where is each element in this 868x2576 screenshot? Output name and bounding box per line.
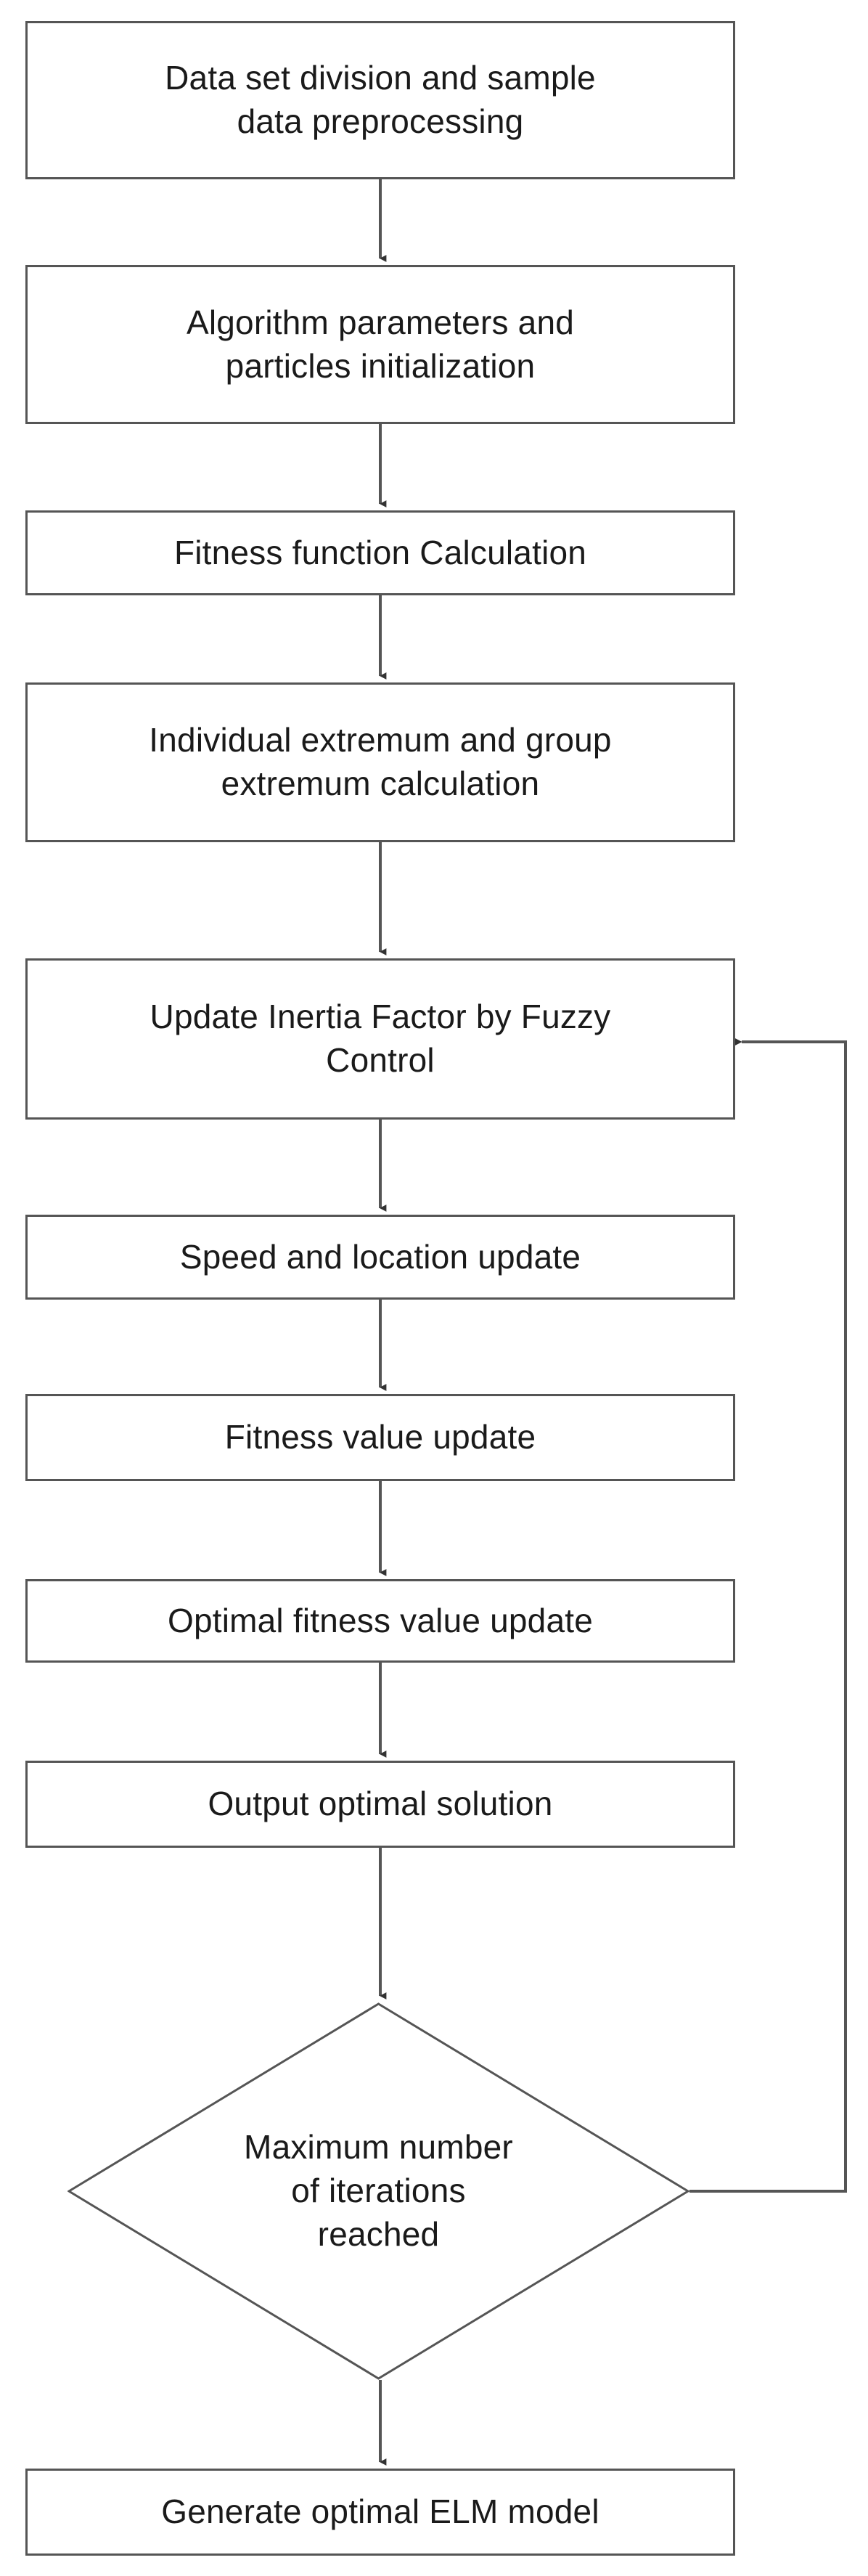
node-fitness-value-update[interactable]: Fitness value update xyxy=(25,1394,735,1481)
node-data-set-division[interactable]: Data set division and sample data prepro… xyxy=(25,21,735,179)
node-individual-group-extremum[interactable]: Individual extremum and group extremum c… xyxy=(25,682,735,842)
node-label: Fitness function Calculation xyxy=(173,533,587,571)
node-label: Data set division and sample data prepro… xyxy=(165,59,596,140)
node-label: Update Inertia Factor by Fuzzy Control xyxy=(150,998,611,1079)
node-fitness-function-calculation[interactable]: Fitness function Calculation xyxy=(25,510,735,595)
node-label: Generate optimal ELM model xyxy=(161,2493,599,2531)
node-optimal-fitness-value-update[interactable]: Optimal fitness value update xyxy=(25,1579,735,1663)
node-output-optimal-solution[interactable]: Output optimal solution xyxy=(25,1761,735,1848)
node-label: Speed and location update xyxy=(179,1237,581,1276)
diamond-shape xyxy=(67,2002,689,2380)
node-label: Fitness value update xyxy=(224,1418,536,1456)
node-generate-optimal-elm-model[interactable]: Generate optimal ELM model xyxy=(25,2469,735,2556)
node-speed-location-update[interactable]: Speed and location update xyxy=(25,1215,735,1300)
node-label: Algorithm parameters and particles initi… xyxy=(186,303,575,385)
node-label: Output optimal solution xyxy=(208,1785,553,1823)
node-label: Optimal fitness value update xyxy=(167,1601,594,1639)
node-label: Individual extremum and group extremum c… xyxy=(149,721,612,802)
node-update-inertia-factor-fuzzy-control[interactable]: Update Inertia Factor by Fuzzy Control xyxy=(25,958,735,1120)
node-algorithm-parameters-init[interactable]: Algorithm parameters and particles initi… xyxy=(25,265,735,424)
node-decision-max-iterations-reached[interactable]: Maximum number of iterations reached xyxy=(67,2002,689,2380)
node-label: Maximum number of iterations reached xyxy=(244,2128,513,2253)
